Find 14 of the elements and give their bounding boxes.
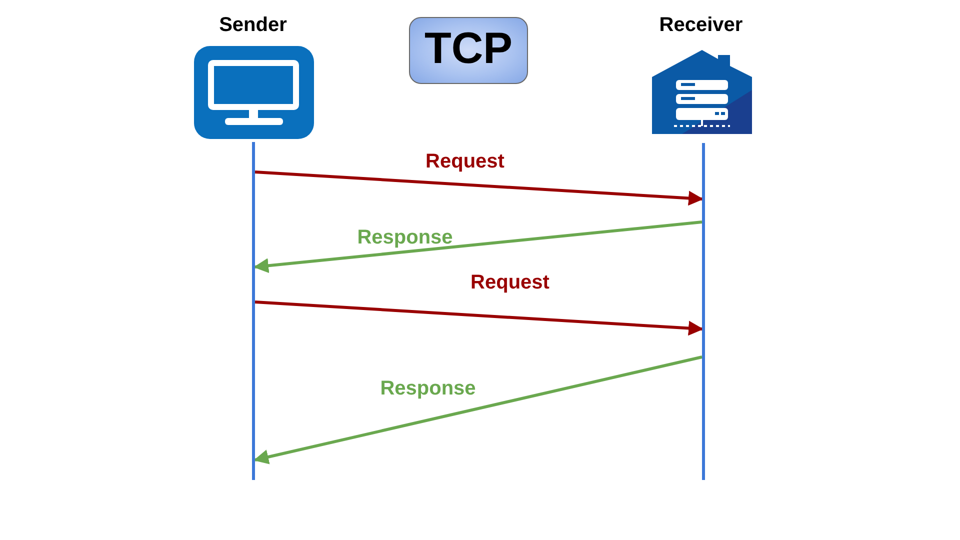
lifeline [252, 142, 255, 480]
edge-label: Request [426, 150, 504, 174]
participant-label: Sender [218, 14, 288, 37]
title-box [409, 17, 528, 84]
edge-label: Response [380, 378, 476, 400]
edge-label: Response [357, 226, 453, 250]
lifeline [702, 143, 705, 480]
arrow [254, 300, 704, 336]
arrow [254, 356, 702, 464]
participant-label: Receiver [658, 14, 744, 37]
arrow [254, 170, 704, 206]
edge-label: Request [470, 272, 550, 294]
title: TCP [424, 24, 514, 74]
arrow [254, 220, 702, 274]
